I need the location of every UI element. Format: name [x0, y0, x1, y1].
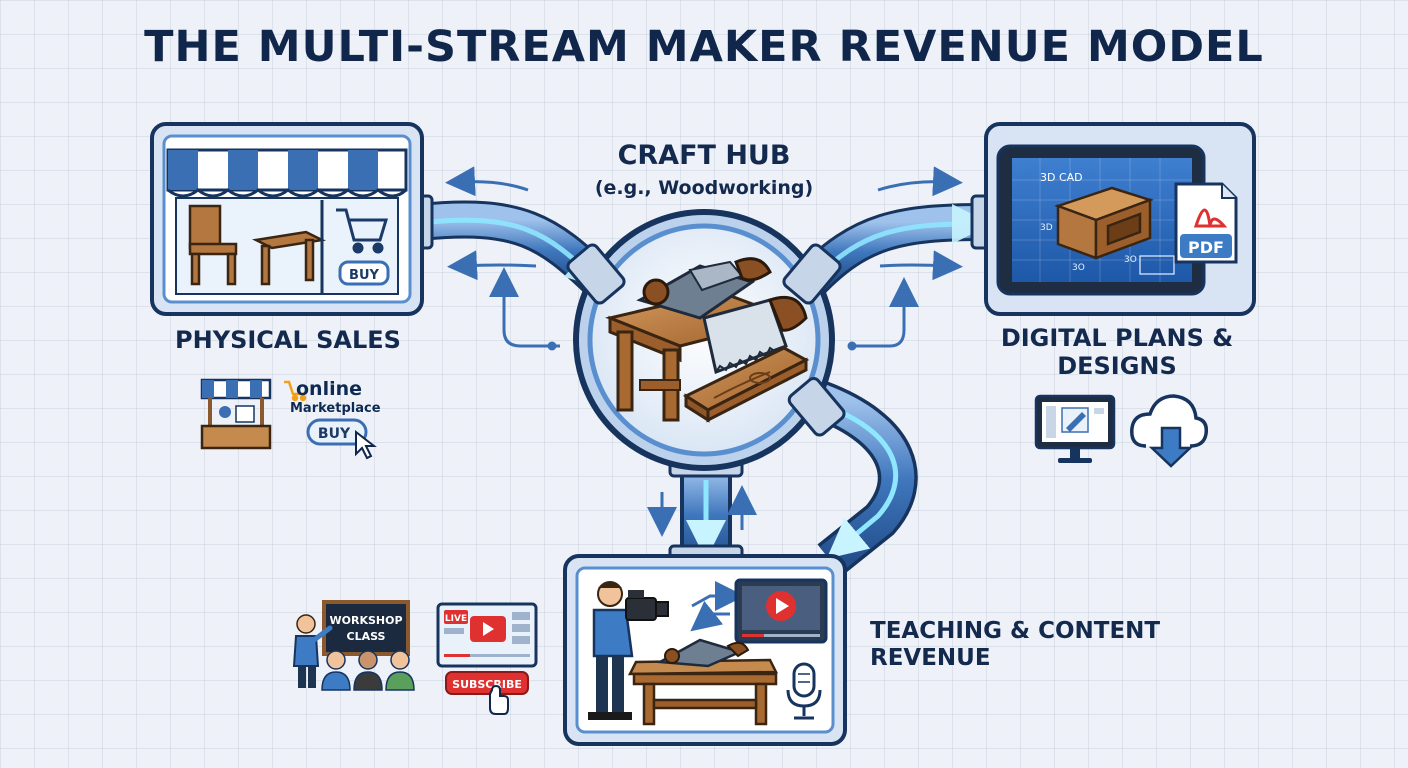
digital-plans-panel: 3D CAD 3D 3O 3O PDF [984, 122, 1256, 316]
video-player-icon [734, 578, 828, 644]
wood-plank-icon [682, 346, 810, 423]
physical-sales-panel: BUY [150, 122, 424, 316]
monitor-icon [1034, 394, 1116, 463]
hub-subtitle: (e.g., Woodworking) [594, 177, 814, 199]
pipe-down [668, 456, 744, 564]
dim-bottom-right-label: 3O [1124, 255, 1137, 265]
shop-buy-label: BUY [349, 268, 379, 283]
teaching-plane-icon [655, 638, 750, 668]
hand-cursor-icon [489, 684, 509, 715]
physical-sales-title: PHYSICAL SALES [175, 326, 401, 354]
subscribe-button[interactable] [445, 671, 529, 695]
market-stall-icon [200, 378, 272, 450]
live-stream-icon [436, 602, 538, 668]
cad-label: 3D CAD [1040, 171, 1083, 184]
online-label: online [296, 378, 363, 400]
digital-plans-title: DIGITAL PLANS & DESIGNS [1000, 324, 1234, 380]
table-icon [251, 230, 327, 286]
videographer-icon [588, 581, 634, 720]
pdf-file-icon [1174, 182, 1238, 264]
workshop-line1: WORKSHOP [329, 614, 402, 627]
online-buy-label: BUY [318, 426, 351, 442]
dim-side-label: 3D [1040, 223, 1053, 233]
microphone-icon [786, 662, 822, 720]
instructor-icon [292, 614, 333, 688]
workshop-board-icon [322, 600, 410, 656]
cloud-download-icon [1130, 394, 1209, 468]
flow-arrows [445, 166, 963, 537]
hub-title: CRAFT HUB [617, 140, 791, 171]
dim-bottom-left-label: 3O [1072, 263, 1085, 273]
hand-plane-icon [636, 257, 772, 320]
subscribe-label: SUBSCRIBE [452, 678, 522, 691]
live-label: LIVE [445, 614, 467, 624]
cad-model-icon [1054, 186, 1154, 260]
cart-icon [336, 208, 389, 254]
video-camera-icon [625, 590, 669, 621]
page-title: THE MULTI-STREAM MAKER REVENUE MODEL [144, 22, 1264, 72]
saw-icon [702, 295, 808, 375]
shop-buy-button[interactable] [338, 260, 390, 286]
pipe-curve [812, 381, 918, 576]
marketplace-label: Marketplace [290, 401, 381, 416]
students-icon [321, 650, 415, 691]
online-cart-icon [284, 380, 307, 402]
online-buy-button[interactable] [306, 418, 368, 446]
cursor-icon [355, 429, 377, 460]
craft-hub [566, 209, 846, 471]
chair-icon [188, 204, 238, 286]
pdf-label: PDF [1188, 238, 1224, 257]
workshop-line2: CLASS [347, 630, 386, 643]
teaching-title: TEACHING & CONTENT REVENUE [870, 618, 1161, 671]
shop-awning [166, 148, 408, 198]
teaching-panel [563, 554, 847, 746]
